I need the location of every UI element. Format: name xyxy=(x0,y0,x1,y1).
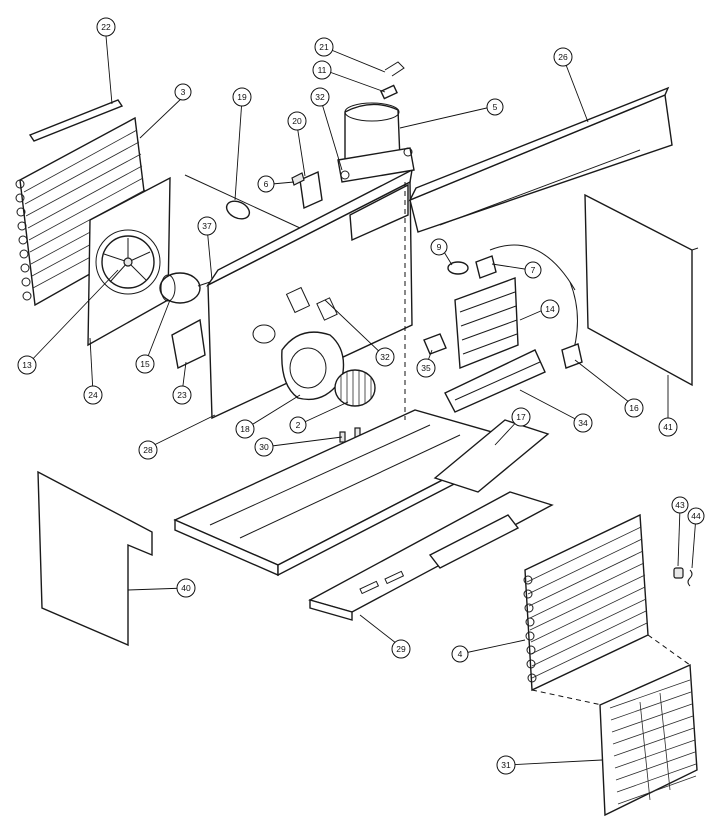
callout-9: 9 xyxy=(430,238,448,256)
callout-20: 20 xyxy=(287,111,307,131)
part-23-deflector xyxy=(171,318,206,370)
callout-11: 11 xyxy=(312,60,332,80)
part-13-fan-blade xyxy=(101,235,155,289)
callout-14: 14 xyxy=(540,299,560,319)
svg-text:35: 35 xyxy=(421,363,431,373)
svg-text:30: 30 xyxy=(259,442,269,452)
svg-text:32: 32 xyxy=(380,352,390,362)
callout-44: 44 xyxy=(687,507,705,525)
svg-text:9: 9 xyxy=(437,242,442,252)
callout-18: 18 xyxy=(235,419,255,439)
svg-text:2: 2 xyxy=(296,420,301,430)
svg-text:43: 43 xyxy=(675,500,685,510)
part-19-ring xyxy=(184,174,301,229)
callout-41: 41 xyxy=(658,417,678,437)
callout-15: 15 xyxy=(135,354,155,374)
part-35-bracket xyxy=(423,333,447,355)
svg-text:3: 3 xyxy=(181,87,186,97)
svg-text:44: 44 xyxy=(691,511,701,521)
callout-40: 40 xyxy=(176,578,196,598)
part-5-compressor xyxy=(337,102,415,183)
callout-28: 28 xyxy=(138,440,158,460)
callout-34: 34 xyxy=(573,413,593,433)
part-31-front-grille xyxy=(599,663,698,817)
svg-text:29: 29 xyxy=(396,644,406,654)
svg-text:32: 32 xyxy=(315,92,325,102)
part-4-evaporator-coil xyxy=(523,513,691,706)
svg-text:34: 34 xyxy=(578,418,588,428)
svg-text:23: 23 xyxy=(177,390,187,400)
callout-5: 5 xyxy=(486,98,504,116)
part-21-clip xyxy=(380,61,405,100)
svg-text:6: 6 xyxy=(264,179,269,189)
svg-text:22: 22 xyxy=(101,22,111,32)
svg-text:41: 41 xyxy=(663,422,673,432)
svg-text:21: 21 xyxy=(319,42,329,52)
part-15-fan-motor xyxy=(159,272,223,304)
callout-31: 31 xyxy=(496,755,516,775)
callout-29: 29 xyxy=(391,639,411,659)
svg-text:20: 20 xyxy=(292,116,302,126)
callout-4: 4 xyxy=(451,645,469,663)
callout-32-lower: 32 xyxy=(375,347,395,367)
svg-text:17: 17 xyxy=(516,412,526,422)
svg-text:26: 26 xyxy=(558,52,568,62)
part-17-drain-plate xyxy=(433,419,550,493)
part-22-coil-top-strip xyxy=(28,99,124,142)
callout-26: 26 xyxy=(553,47,573,67)
svg-text:5: 5 xyxy=(493,102,498,112)
part-18-blower-housing xyxy=(281,331,345,401)
svg-text:18: 18 xyxy=(240,424,250,434)
svg-text:19: 19 xyxy=(237,92,247,102)
svg-text:16: 16 xyxy=(629,403,639,413)
part-29-bottom-pan xyxy=(308,491,554,621)
callout-19: 19 xyxy=(232,87,252,107)
callout-21: 21 xyxy=(314,37,334,57)
callout-30: 30 xyxy=(254,437,274,457)
callout-37: 37 xyxy=(197,216,217,236)
callout-32-upper: 32 xyxy=(310,87,330,107)
callout-7: 7 xyxy=(524,261,542,279)
part-9-thermostat xyxy=(447,244,576,291)
svg-text:13: 13 xyxy=(22,360,32,370)
part-40-left-panel xyxy=(37,470,153,647)
callout-17: 17 xyxy=(511,407,531,427)
callout-6: 6 xyxy=(257,175,275,193)
part-2-blower-wheel xyxy=(334,369,376,407)
callout-13: 13 xyxy=(17,355,37,375)
part-20-capacitor xyxy=(291,170,323,210)
part-26-top-rail xyxy=(408,86,673,233)
part-44-fitting xyxy=(687,569,693,587)
callout-2: 2 xyxy=(289,416,307,434)
svg-text:14: 14 xyxy=(545,304,555,314)
callout-16: 16 xyxy=(624,398,644,418)
svg-text:40: 40 xyxy=(181,583,191,593)
svg-text:15: 15 xyxy=(140,359,150,369)
part-14-evaporator-coil xyxy=(454,277,519,370)
callout-35: 35 xyxy=(416,358,436,378)
callout-23: 23 xyxy=(172,385,192,405)
svg-text:4: 4 xyxy=(458,649,463,659)
svg-text:11: 11 xyxy=(318,65,327,75)
svg-text:37: 37 xyxy=(202,221,212,231)
callout-43: 43 xyxy=(671,496,689,514)
callout-3: 3 xyxy=(174,83,192,101)
part-43-fitting xyxy=(673,567,684,579)
svg-text:24: 24 xyxy=(88,390,98,400)
svg-text:31: 31 xyxy=(501,760,511,770)
svg-text:28: 28 xyxy=(143,445,153,455)
part-16-tube-assembly xyxy=(561,281,583,369)
svg-text:7: 7 xyxy=(531,265,536,275)
part-41-side-panel xyxy=(584,193,699,387)
callout-22: 22 xyxy=(96,17,116,37)
part-34-filter-strip xyxy=(444,349,546,413)
callout-24: 24 xyxy=(83,385,103,405)
